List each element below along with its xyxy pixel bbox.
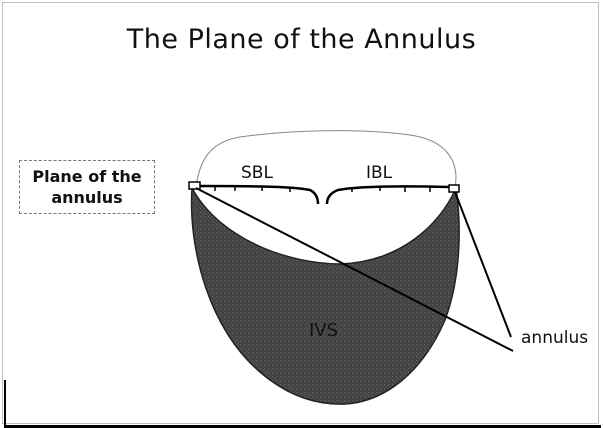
annulus-pointer-line-left: [195, 187, 514, 352]
ibl-label: IBL: [366, 163, 393, 183]
atrium-outline: [195, 130, 457, 189]
ibl-leaflet: [325, 185, 450, 205]
slide-frame: [2, 2, 599, 424]
frame-edge-bottom: [4, 425, 601, 428]
sbl-ticks: [214, 186, 291, 192]
sbl-label: SBL: [241, 163, 273, 183]
plane-of-annulus-label: Plane of the annulus: [19, 160, 155, 214]
ivs-label: IVS: [309, 320, 339, 341]
frame-edge-left: [4, 380, 6, 426]
slide-title: The Plane of the Annulus: [126, 24, 477, 55]
plane-label-line-1: Plane of the: [32, 167, 142, 186]
annulus-marker-right: [448, 184, 460, 193]
plane-label-line-2: annulus: [51, 188, 123, 207]
annulus-label: annulus: [521, 328, 589, 348]
annulus-marker-left: [188, 181, 201, 190]
sbl-leaflet: [199, 184, 320, 205]
annulus-pointer-line-right: [454, 191, 512, 338]
ibl-ticks: [351, 187, 431, 192]
ventricle-wall: [190, 185, 460, 405]
